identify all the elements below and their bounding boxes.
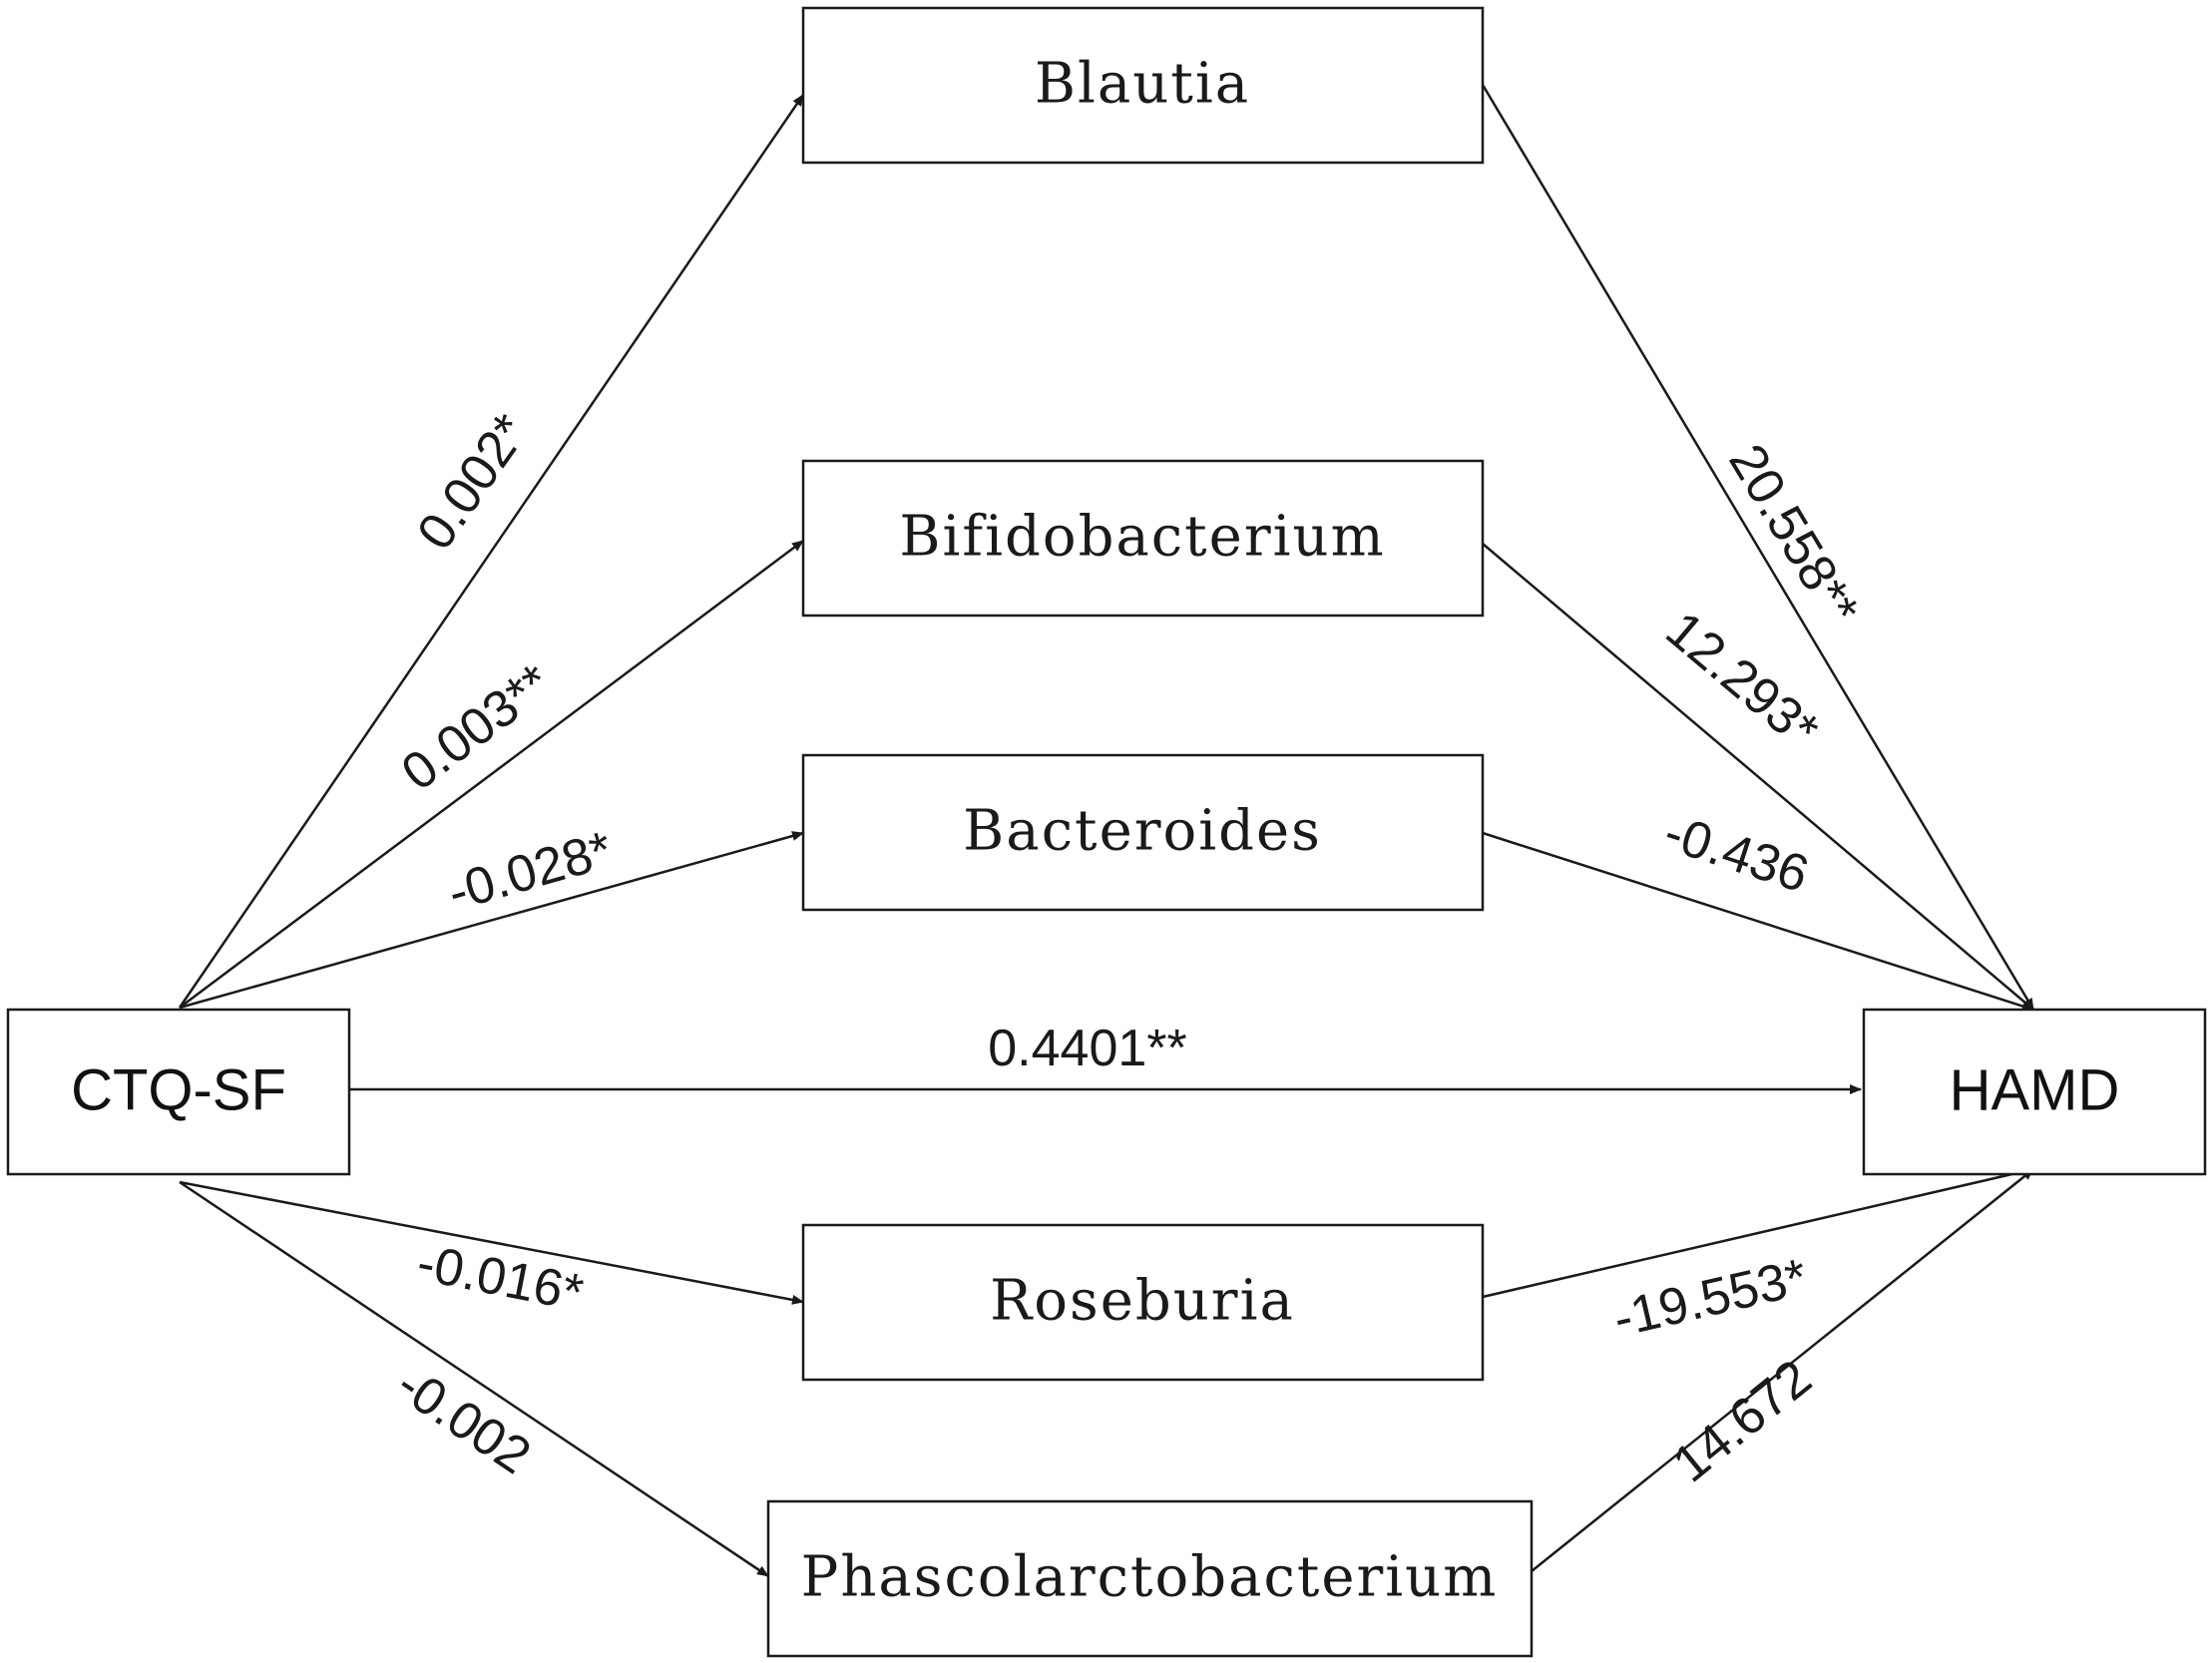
- node-bacteroides-label: Bacteroides: [963, 799, 1322, 864]
- coef-ctq-bacteroides: -0.028*: [442, 821, 619, 923]
- coef-bacteroides-hamd: -0.436: [1657, 803, 1815, 904]
- node-bifidobacterium: Bifidobacterium: [801, 459, 1485, 618]
- coef-roseburia-hamd: -19.553*: [1608, 1248, 1813, 1349]
- coef-ctq-phasco: -0.002: [386, 1356, 541, 1486]
- node-roseburia: Roseburia: [801, 1223, 1485, 1382]
- node-phascolarctobacterium-label: Phascolarctobacterium: [801, 1545, 1499, 1610]
- node-hamd: HAMD: [1862, 1008, 2207, 1176]
- node-bifidobacterium-label: Bifidobacterium: [899, 505, 1385, 570]
- edge-phasco-hamd: [1531, 1168, 2034, 1572]
- coef-phasco-hamd: 14.672: [1662, 1349, 1822, 1493]
- edge-ctq-roseburia: [179, 1180, 804, 1305]
- node-blautia-label: Blautia: [1035, 52, 1250, 117]
- edge-ctq-phasco: [179, 1180, 769, 1578]
- edge-roseburia-hamd: [1482, 1166, 2034, 1299]
- edge-bacteroides-hamd: [1482, 831, 2034, 1012]
- edge-blautia-hamd: [1481, 84, 2035, 1011]
- coef-ctq-roseburia: -0.016*: [412, 1234, 588, 1323]
- node-hamd-label: HAMD: [1950, 1057, 2120, 1122]
- node-ctq-sf: CTQ-SF: [6, 1008, 351, 1176]
- edge-ctq-bifido: [179, 539, 804, 1010]
- node-roseburia-label: Roseburia: [990, 1269, 1295, 1334]
- coef-direct: 0.4401**: [988, 1020, 1187, 1077]
- edge-ctq-bacteroides: [179, 831, 804, 1010]
- edge-ctq-blautia: [178, 94, 805, 1009]
- coef-ctq-bifido: 0.003**: [391, 653, 562, 802]
- node-blautia: Blautia: [801, 6, 1485, 165]
- edge-bifido-hamd: [1482, 543, 2034, 1011]
- node-phascolarctobacterium: Phascolarctobacterium: [766, 1499, 1534, 1658]
- node-ctq-sf-label: CTQ-SF: [71, 1057, 286, 1122]
- coef-ctq-blautia: 0.002*: [406, 404, 540, 560]
- node-bacteroides: Bacteroides: [801, 753, 1485, 912]
